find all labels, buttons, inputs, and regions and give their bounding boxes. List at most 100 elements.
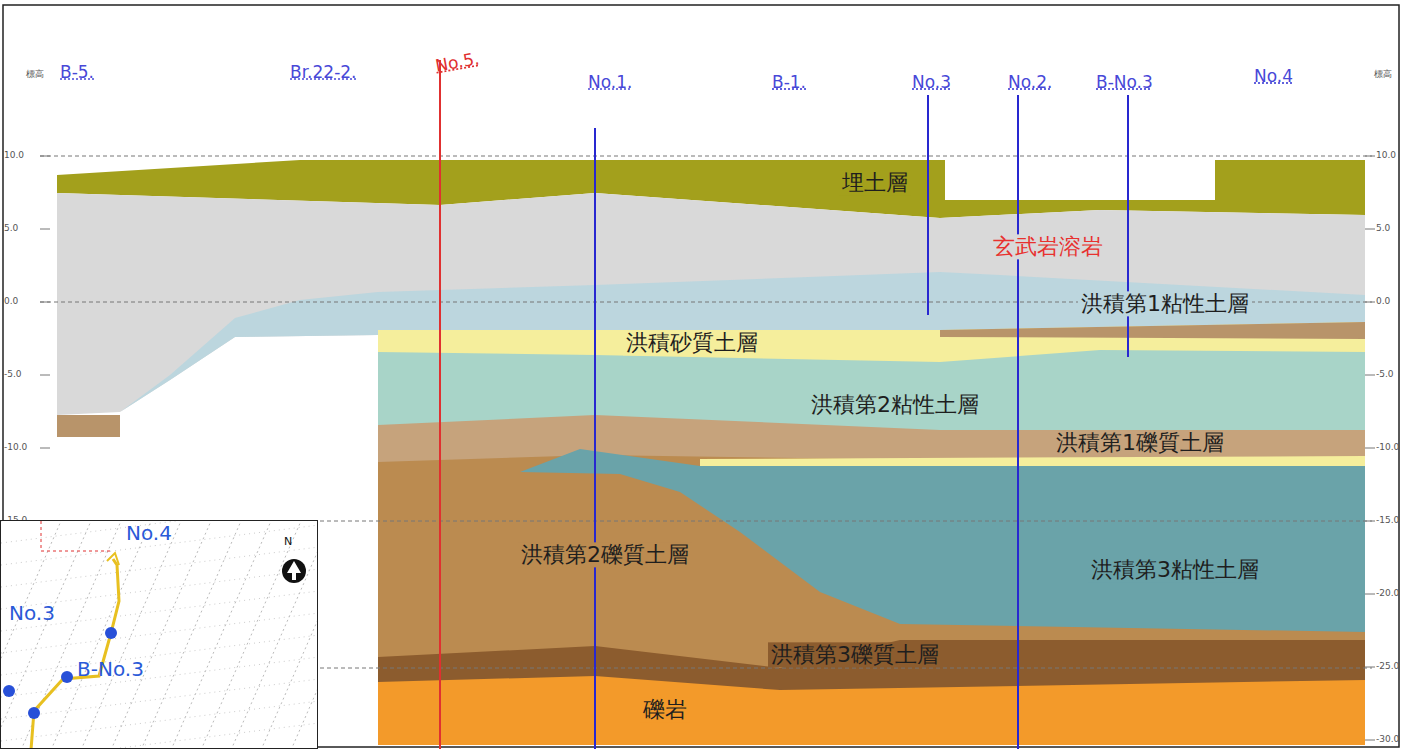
axis-label: 標高 — [26, 68, 44, 81]
street-line — [1, 657, 318, 697]
borehole-line — [594, 128, 596, 749]
thin-brown-layer — [940, 322, 1365, 339]
soil-layer-band: 洪積第2粘性土層 — [808, 392, 982, 417]
soil-layer-band: 洪積第1粘性土層 — [1078, 291, 1252, 316]
borehole-dot — [105, 627, 117, 639]
axis-tick — [40, 229, 50, 230]
street-line — [141, 521, 241, 749]
street-line — [171, 521, 271, 749]
layer-name: 洪積第1粘性土層 — [1081, 291, 1249, 316]
axis-tick — [1365, 448, 1375, 449]
location-map-inset: No.4No.3B-No.3 N — [0, 520, 318, 749]
sand-layer — [378, 322, 1365, 745]
conglomerate-layer — [378, 676, 1365, 745]
axis-label: 0.0 — [1376, 296, 1390, 306]
axis-tick — [1365, 229, 1375, 230]
axis-label: 5.0 — [4, 223, 18, 233]
gravel1-layer — [378, 415, 1365, 745]
layer-name: 洪積砂質土層 — [626, 330, 758, 355]
map-label: No.4 — [126, 521, 172, 545]
axis-tick — [40, 448, 50, 449]
soil-layer-band: 洪積砂質土層 — [623, 330, 761, 355]
north-symbol — [282, 559, 306, 583]
grid-line — [40, 156, 1372, 157]
street-line — [21, 521, 121, 749]
street-line — [291, 521, 318, 749]
borehole-line — [439, 60, 441, 749]
north-arrow — [287, 561, 301, 580]
axis-tick — [40, 302, 50, 303]
street-line — [1, 521, 91, 749]
map-label: B-No.3 — [77, 657, 144, 681]
borehole-name: No.1. — [588, 72, 632, 92]
street-line — [81, 521, 181, 749]
borehole-name: No.5. — [434, 48, 481, 75]
street-line — [201, 521, 301, 749]
street-line — [1, 591, 318, 631]
axis-tick — [1365, 740, 1375, 741]
borehole-dot — [3, 685, 15, 697]
borehole-dot — [28, 707, 40, 719]
soil-layer-band: 洪積第2礫質土層 — [518, 542, 692, 567]
soil-layer-band: 玄武岩溶岩 — [990, 234, 1106, 259]
thin-sand-layer — [700, 456, 1365, 466]
axis-tick — [1365, 594, 1375, 595]
soil-layer-band: 洪積第3粘性土層 — [1088, 557, 1262, 582]
route-line — [31, 559, 119, 749]
axis-label: 0.0 — [4, 296, 18, 306]
borehole-line — [1127, 95, 1129, 357]
axis-tick — [1365, 156, 1375, 157]
street-line — [1, 701, 318, 741]
axis-label: -15.0 — [1376, 515, 1399, 525]
borehole-name: B-No.3 — [1096, 72, 1153, 92]
soil-layer-band: 埋土層 — [839, 170, 911, 195]
soil-layer-band: 礫岩 — [640, 697, 690, 722]
layer-name: 洪積第2礫質土層 — [521, 542, 689, 567]
axis-tick — [40, 156, 50, 157]
gravel3-layer — [378, 640, 1365, 745]
map-label: N — [284, 535, 292, 548]
axis-tick — [40, 375, 50, 376]
borehole-name: No.4 — [1254, 66, 1293, 86]
clay2-layer — [378, 350, 1365, 745]
axis-label: 10.0 — [1376, 150, 1396, 160]
borehole-line — [1017, 95, 1019, 749]
street-line — [231, 521, 318, 749]
axis-label: -5.0 — [4, 369, 22, 379]
street-line — [1, 635, 318, 675]
axis-tick — [1365, 667, 1375, 668]
street-line — [1, 723, 318, 749]
layer-name: 礫岩 — [643, 697, 687, 722]
layer-name: 玄武岩溶岩 — [993, 234, 1103, 259]
borehole-name: B-1. — [772, 72, 806, 92]
street-line — [51, 521, 151, 749]
axis-label: -5.0 — [1376, 369, 1394, 379]
borehole-name: Br.22-2. — [290, 62, 356, 82]
axis-label: 5.0 — [1376, 223, 1390, 233]
layer-name: 埋土層 — [842, 170, 908, 195]
street-line — [1, 521, 61, 749]
map-label: No.3 — [9, 601, 55, 625]
route-arrow — [107, 553, 119, 565]
layer-name: 洪積第2粘性土層 — [811, 392, 979, 417]
borehole-name: B-5. — [60, 62, 94, 82]
borehole-dot — [61, 671, 73, 683]
layer-name: 洪積第1礫質土層 — [1056, 430, 1224, 455]
street-line — [261, 521, 318, 749]
site-boundary — [41, 521, 111, 551]
street-line — [1, 547, 318, 587]
axis-label: -30.0 — [1376, 734, 1399, 744]
axis-label: 10.0 — [4, 150, 24, 160]
borehole-line — [927, 95, 929, 315]
axis-tick — [1365, 375, 1375, 376]
soil-layer-band: 洪積第3礫質土層 — [768, 642, 942, 667]
soil-layer-band: 洪積第1礫質土層 — [1053, 430, 1227, 455]
street-line — [1, 679, 318, 719]
inset-map-drawing — [1, 521, 318, 749]
borehole-name: No.3 — [912, 72, 951, 92]
axis-label: -10.0 — [1376, 442, 1399, 452]
borehole-name: No.2. — [1008, 72, 1052, 92]
axis-tick — [1365, 521, 1375, 522]
axis-label: 標高 — [1374, 68, 1392, 81]
